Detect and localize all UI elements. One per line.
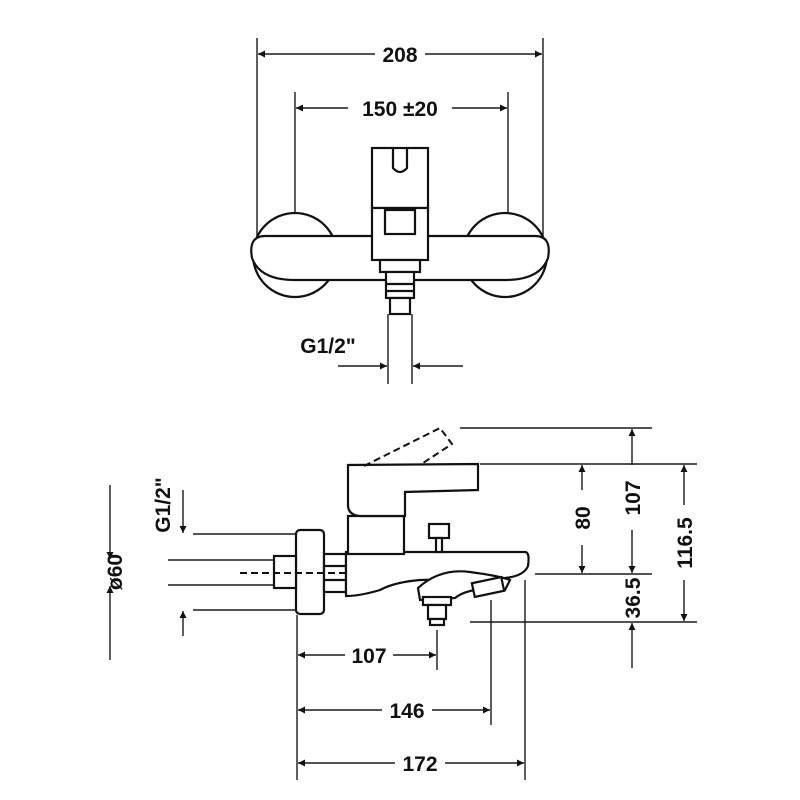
lever-alt-position <box>363 426 454 467</box>
lever-handle <box>370 146 430 210</box>
dim-total-length: 172 <box>402 753 437 776</box>
dim-diameter: ø60 <box>104 554 127 590</box>
hose-end <box>428 617 446 627</box>
dim-total-height: 116.5 <box>674 517 697 569</box>
spout-end <box>388 296 412 316</box>
aerator <box>470 575 506 599</box>
lever-side <box>346 462 480 518</box>
dim-lever-height: 80 <box>572 506 595 529</box>
diverter-knob <box>427 522 451 540</box>
hose-nut <box>421 595 453 607</box>
hose-thread <box>426 603 448 621</box>
dim-top-height: 107 <box>622 480 645 515</box>
side-view: G1/2" ø60 80 107 36.5 116.5 107 146 172 <box>104 426 697 780</box>
cartridge-core <box>383 208 417 236</box>
top-view: 208 150 ±20 G1/2" <box>250 38 550 384</box>
dim-center-distance: 150 ±20 <box>362 98 438 121</box>
dim-thread-top: G1/2" <box>300 335 355 358</box>
dim-overall-width: 208 <box>382 44 417 67</box>
dim-bottom-height: 36.5 <box>622 577 645 618</box>
dim-short-length: 107 <box>351 645 386 668</box>
cartridge-side <box>346 514 406 556</box>
dim-mid-length: 146 <box>389 700 424 723</box>
spout-nut <box>378 258 422 274</box>
dim-thread-side: G1/2" <box>152 477 175 532</box>
lever-slot <box>391 148 409 174</box>
diverter-stem <box>434 536 444 554</box>
